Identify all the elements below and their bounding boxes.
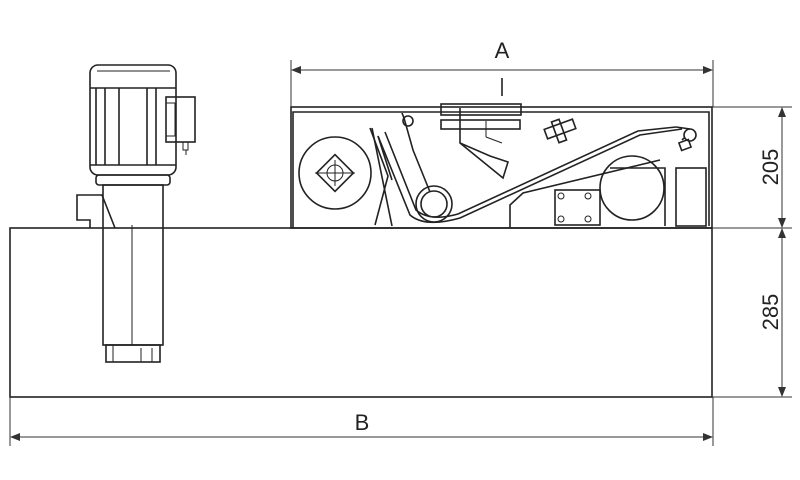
dimension-b: B: [9, 397, 714, 446]
dimension-285-label: 285: [758, 294, 783, 331]
dimension-a-label: A: [495, 38, 510, 63]
dimension-a: A: [290, 38, 714, 107]
tank: [9, 227, 713, 398]
dimension-b-label: B: [355, 410, 370, 435]
pump: [76, 64, 196, 363]
filter-unit: [290, 103, 713, 229]
dimension-heights: 205 285: [712, 106, 792, 398]
dimension-205-label: 205: [758, 149, 783, 186]
